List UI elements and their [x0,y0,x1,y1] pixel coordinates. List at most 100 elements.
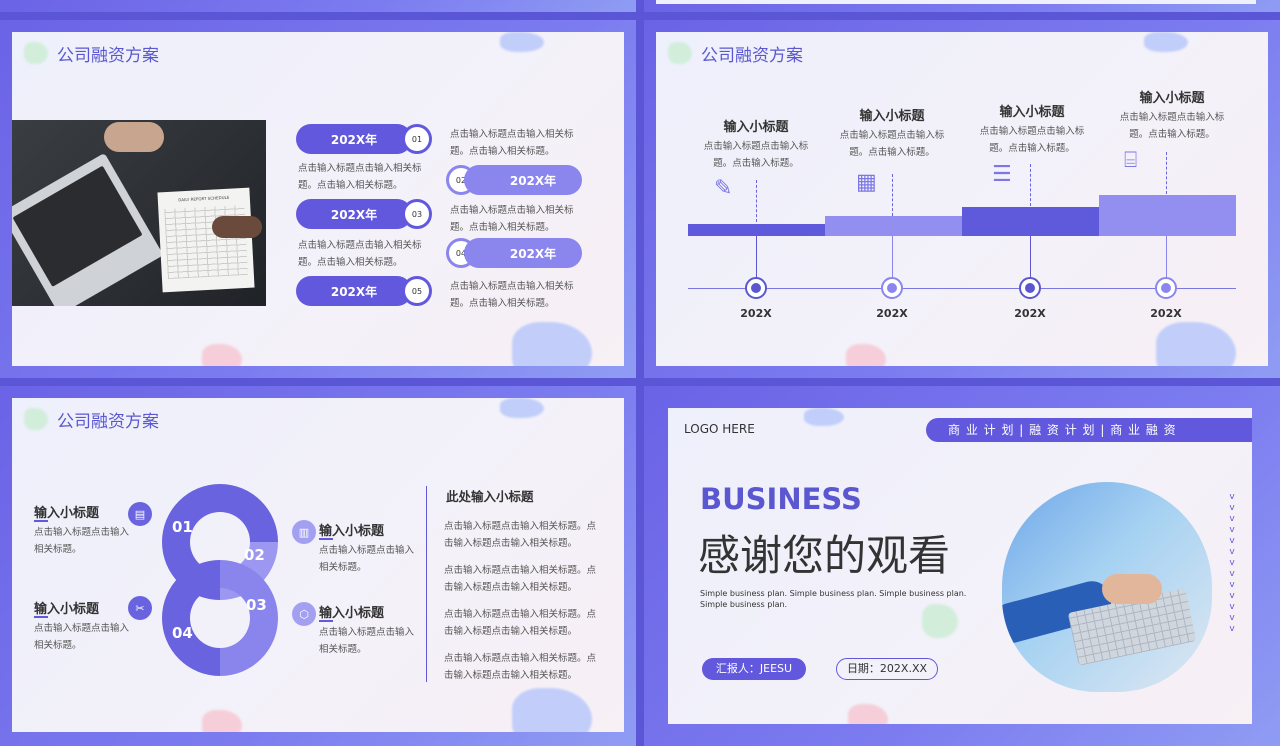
laptop-photo: DAILY REPORT SCHEDULE [12,120,266,306]
decor-blob [202,344,242,366]
decor-blob [804,408,844,426]
chevron-down-icon: v [1229,602,1235,612]
slide-title: 公司融资方案 [57,46,159,66]
list-icon: ☰ [992,162,1012,187]
segment-label-01: 01 [172,518,193,536]
report-sheet-title: DAILY REPORT SCHEDULE [178,194,230,203]
report-sheet: DAILY REPORT SCHEDULE [157,187,255,293]
slide-title: 公司融资方案 [57,412,159,432]
hand-shape [1102,574,1162,604]
decor-blob [922,604,958,638]
step-text-2: 点击输入标题点击输入标题。点击输入标题。 [839,130,945,158]
flowchart-icon: ⌸ [1124,148,1138,173]
timeline-axis [688,288,1236,289]
decor-blob [512,688,592,732]
slide-strip-top-right [644,0,1280,12]
calendar-icon: ▦ [856,170,877,195]
right-item-text-2: 点击输入标题点击输入相关标题。 [319,627,415,655]
figure-eight-diagram [162,484,278,676]
top-nav-bar[interactable]: 商 业 计 划 | 融 资 计 划 | 商 业 融 资 [926,418,1252,442]
slide-3-frame[interactable]: 公司融资方案 输入小标题 点击输入标题点击输入相关标题。 ▤ 输入小标题 点击输… [0,386,636,746]
reporter-badge: 汇报人：JEESU [702,658,806,680]
title-underline [319,620,333,622]
decor-blob [1144,32,1188,52]
decor-blob [202,710,242,732]
segment-04b [162,618,220,676]
segment-01 [162,484,220,542]
chevron-column: v v v v v v v v v v v v v [1226,492,1238,635]
notebook-icon: ▥ [292,520,316,544]
panel-paragraph-1: 点击输入标题点击输入相关标题。点击输入标题点击输入相关标题。 [444,521,597,549]
left-item-text-1: 点击输入标题点击输入相关标题。 [34,527,130,555]
slide-4: LOGO HERE 商 业 计 划 | 融 资 计 划 | 商 业 融 资 BU… [668,408,1252,724]
timeline-dot-1[interactable] [745,277,767,299]
chevron-down-icon: v [1229,558,1235,568]
step-text-3: 点击输入标题点击输入标题。点击输入标题。 [979,126,1085,154]
chevron-down-icon: v [1229,514,1235,524]
slide-4-frame[interactable]: LOGO HERE 商 业 计 划 | 融 资 计 划 | 商 业 融 资 BU… [644,386,1280,746]
timeline-pill-4[interactable]: 202X年 [464,238,582,268]
chevron-down-icon: v [1229,591,1235,601]
chevron-down-icon: v [1229,547,1235,557]
timeline-dot-3[interactable] [1019,277,1041,299]
hand-shape [104,122,164,152]
document-icon: ▤ [128,502,152,526]
panel-title: 此处输入小标题 [446,489,534,504]
decor-blob [848,704,888,724]
slide-2-frame[interactable]: 公司融资方案 输入小标题 点击输入标题点击输入标题。点击输入标题。 ✎ 输入小标… [644,20,1280,378]
title-underline [319,538,333,540]
segment-label-04: 04 [172,624,193,642]
step-year-1: 202X [740,307,772,320]
timeline-pill-3[interactable]: 202X年 [296,199,412,229]
chevron-down-icon: v [1229,525,1235,535]
timeline-dot-2[interactable] [881,277,903,299]
step-year-3: 202X [1014,307,1046,320]
step-title-2: 输入小标题 [859,109,925,124]
step-dash-3 [1030,164,1031,206]
step-bar-3 [962,207,1099,236]
right-item-text-1: 点击输入标题点击输入相关标题。 [319,545,415,573]
timeline-text-c: 点击输入标题点击输入相关标题。点击输入相关标题。 [450,281,574,309]
timeline-text-1: 点击输入标题点击输入相关标题。点击输入相关标题。 [298,163,422,191]
left-item-title-1: 输入小标题 [34,506,100,521]
slide-2: 公司融资方案 输入小标题 点击输入标题点击输入标题。点击输入标题。 ✎ 输入小标… [656,32,1268,366]
step-bar-1 [688,224,825,236]
timeline-text-a: 点击输入标题点击输入相关标题。点击输入相关标题。 [450,129,574,157]
slide-1: 公司融资方案 DAILY REPORT SCHEDULE 202X年 01 点击… [12,32,624,366]
decor-blob [500,398,544,418]
timeline-pill-1[interactable]: 202X年 [296,124,412,154]
date-badge: 日期：202X.XX [836,658,938,680]
chevron-down-icon: v [1229,580,1235,590]
right-item-title-2: 输入小标题 [319,606,385,621]
panel-divider [426,486,427,682]
step-text-4: 点击输入标题点击输入标题。点击输入标题。 [1119,112,1225,140]
chevron-down-icon: v [1229,492,1235,502]
timeline-circle-1: 01 [402,124,432,154]
hero-photo [1002,482,1212,692]
step-title-4: 输入小标题 [1139,91,1205,106]
timeline-circle-5: 05 [402,276,432,306]
timeline-dot-4[interactable] [1155,277,1177,299]
tools-icon: ✂ [128,596,152,620]
timeline-pill-2[interactable]: 202X年 [464,165,582,195]
title-english: BUSINESS [700,482,862,516]
decor-blob [24,42,48,64]
slide-1-frame[interactable]: 公司融资方案 DAILY REPORT SCHEDULE 202X年 01 点击… [0,20,636,378]
edit-icon: ✎ [714,176,733,201]
step-year-4: 202X [1150,307,1182,320]
step-dash-1 [756,180,757,222]
segment-04 [162,560,220,618]
left-item-title-2: 输入小标题 [34,602,100,617]
segment-01b [220,484,278,542]
decor-blob [1156,322,1236,366]
timeline-circle-3: 03 [402,199,432,229]
step-bar-4 [1099,195,1236,236]
left-item-text-2: 点击输入标题点击输入相关标题。 [34,623,130,651]
segment-03b [220,618,278,676]
segment-label-02: 02 [244,546,265,564]
step-text-1: 点击输入标题点击输入标题。点击输入标题。 [703,141,809,169]
decor-blob [24,408,48,430]
step-title-3: 输入小标题 [999,105,1065,120]
timeline-pill-5[interactable]: 202X年 [296,276,412,306]
chevron-down-icon: v [1229,624,1235,634]
